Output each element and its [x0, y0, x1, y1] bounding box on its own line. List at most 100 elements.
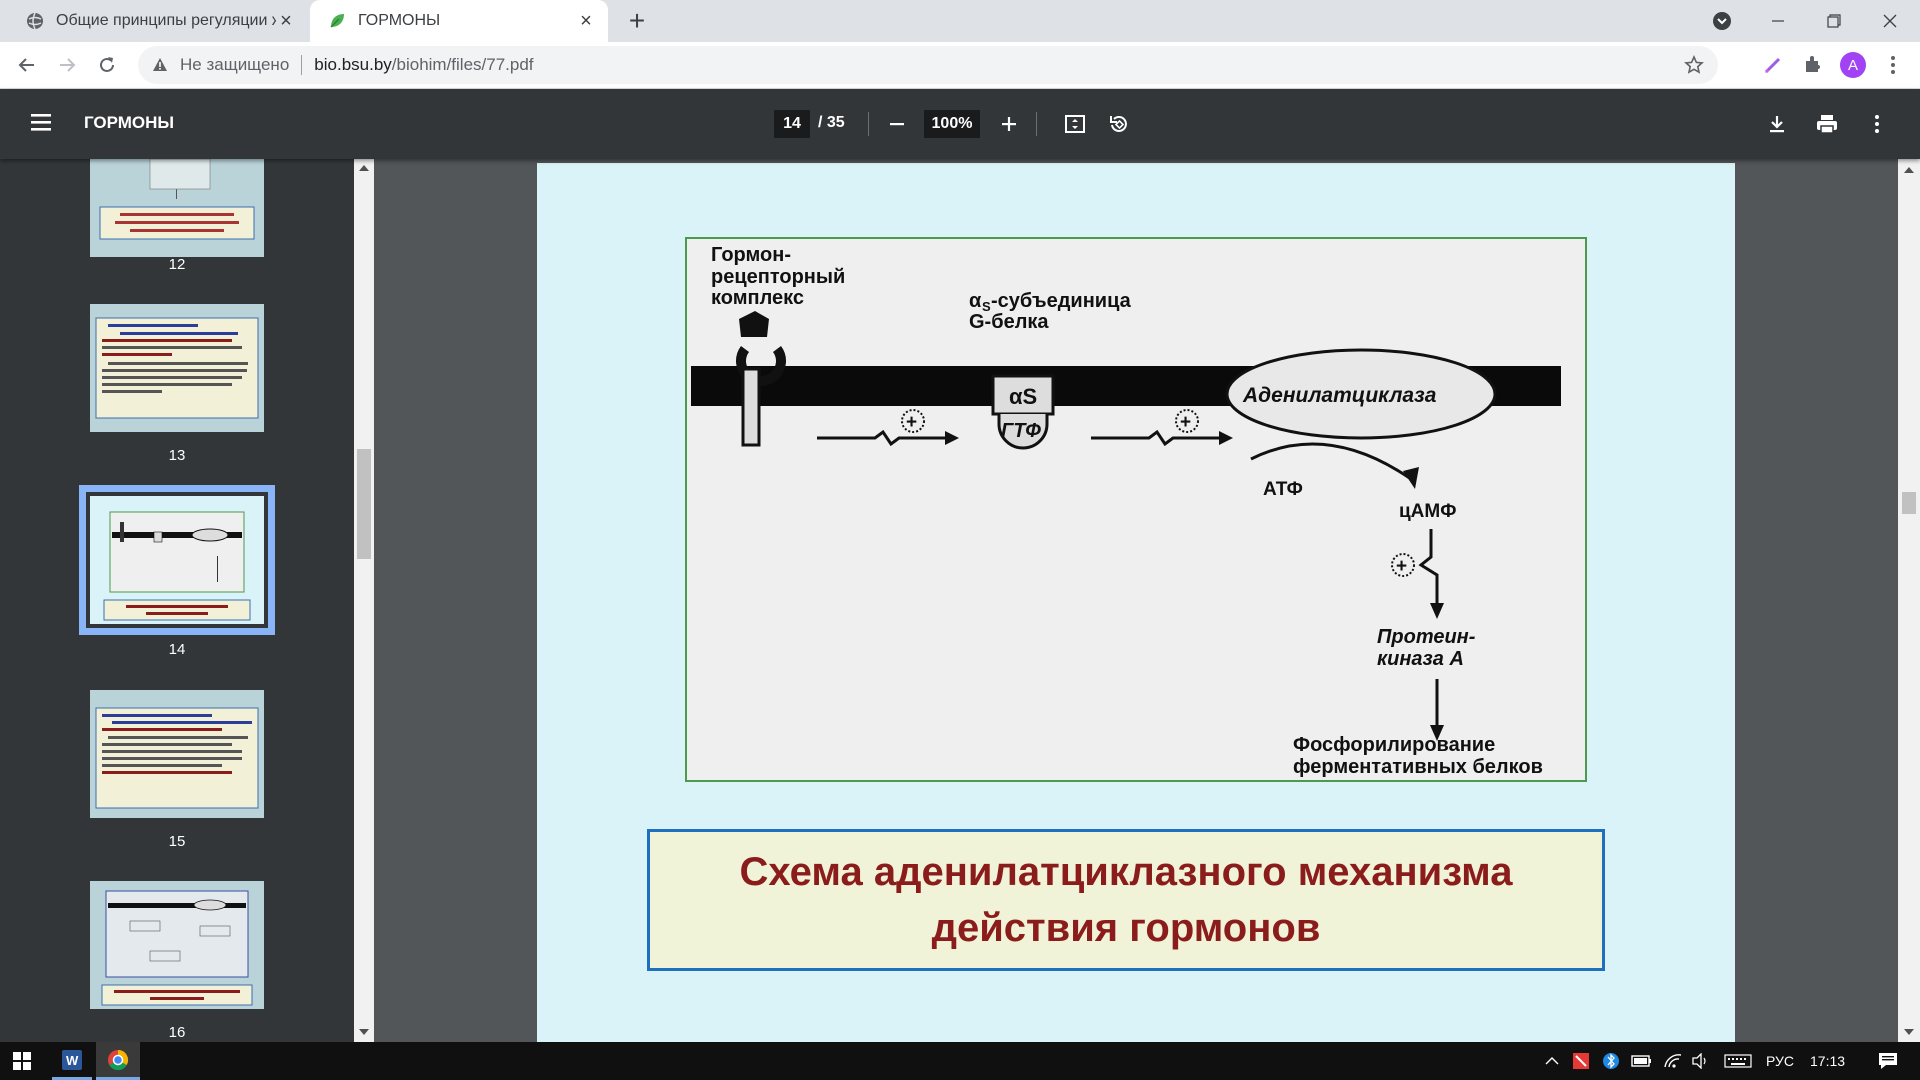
bluetooth-icon[interactable]	[1598, 1042, 1624, 1080]
fit-page-icon[interactable]	[1060, 109, 1090, 139]
result-label-line2: ферментативных белков	[1293, 756, 1543, 778]
pka-label-line1: Протеин-	[1377, 626, 1476, 648]
gtp-shape	[997, 414, 1049, 450]
close-window-button[interactable]	[1862, 0, 1918, 42]
thumbnail-number: 15	[168, 833, 186, 850]
separator	[1036, 112, 1037, 136]
input-language[interactable]: РУС	[1766, 1053, 1795, 1069]
page-number-input[interactable]: 14	[774, 110, 810, 138]
zoom-in-icon[interactable]	[994, 109, 1024, 139]
keyboard-icon[interactable]	[1720, 1042, 1756, 1080]
pen-extension-icon[interactable]	[1758, 50, 1788, 80]
arrow-receptor-to-g	[817, 429, 959, 447]
adenylate-cyclase-ellipse	[1225, 348, 1497, 440]
globe-icon	[26, 12, 44, 30]
volume-icon[interactable]	[1688, 1042, 1714, 1080]
scroll-down-arrow[interactable]	[1904, 1029, 1914, 1035]
warning-icon[interactable]	[150, 57, 170, 73]
result-label-line1: Фосфорилирование	[1293, 734, 1495, 756]
g-protein-label-line2: G-белка	[969, 311, 1049, 333]
pdf-page: Гормон- рецепторный комплекс α S -субъед…	[537, 163, 1735, 1042]
receptor-shape	[736, 311, 786, 447]
tray-chevron-icon[interactable]	[1540, 1042, 1564, 1080]
print-icon[interactable]	[1812, 109, 1842, 139]
atp-camp-arrow	[1250, 442, 1412, 481]
plus-circle-icon	[1391, 553, 1415, 577]
thumbnail-page-12[interactable]	[90, 159, 264, 257]
alpha-s-label: αS	[1009, 384, 1037, 409]
camp-to-pka-arrow	[1418, 529, 1439, 605]
windows-start-icon[interactable]	[0, 1042, 44, 1080]
diagram-figure: Гормон- рецепторный комплекс α S -субъед…	[685, 237, 1587, 782]
extensions-icon[interactable]	[1798, 50, 1828, 80]
thumbnail-number: 14	[168, 641, 186, 658]
wifi-icon[interactable]	[1660, 1042, 1686, 1080]
scroll-down-arrow[interactable]	[359, 1029, 369, 1035]
tab-regulation[interactable]: Общие принципы регуляции ж ×	[8, 0, 308, 42]
profile-avatar[interactable]: A	[1840, 52, 1866, 78]
back-icon[interactable]	[12, 50, 42, 80]
address-bar[interactable]: Не защищено bio.bsu.by/biohim/files/77.p…	[138, 46, 1718, 84]
thumbnail-page-13[interactable]	[90, 304, 264, 432]
page-total: / 35	[818, 114, 845, 131]
thumbnail-page-15[interactable]	[90, 690, 264, 818]
url-path: /biohim/files/77.pdf	[391, 55, 534, 74]
scroll-up-arrow[interactable]	[359, 165, 369, 171]
page-scrollbar[interactable]	[1898, 159, 1920, 1042]
g-protein-label-sub: S	[982, 299, 991, 314]
close-icon[interactable]: ×	[280, 9, 292, 32]
more-options-icon[interactable]	[1862, 109, 1892, 139]
thumbnail-number: 12	[168, 256, 186, 273]
plus-sign: +	[1180, 412, 1191, 433]
browser-toolbar: Не защищено bio.bsu.by/biohim/files/77.p…	[0, 42, 1920, 89]
alpha-s-box	[991, 374, 1055, 416]
windows-taskbar: W РУС 17:13	[0, 1042, 1920, 1080]
svg-text:W: W	[66, 1053, 79, 1068]
minimize-button[interactable]	[1750, 0, 1806, 42]
arrow-g-to-enzyme	[1091, 429, 1233, 447]
forward-icon[interactable]	[52, 50, 82, 80]
tab-hormones[interactable]: ГОРМОНЫ ×	[310, 0, 608, 42]
chrome-app-icon[interactable]	[96, 1042, 140, 1080]
security-label: Не защищено	[180, 55, 290, 74]
tab-search-icon[interactable]	[1694, 0, 1750, 42]
pka-label-line2: киназа А	[1377, 648, 1464, 670]
sidebar-scroll-thumb[interactable]	[357, 449, 371, 559]
clock[interactable]: 17:13	[1810, 1053, 1846, 1069]
pdf-title: ГОРМОНЫ	[84, 113, 175, 132]
page-scroll-thumb[interactable]	[1902, 492, 1916, 514]
hamburger-menu-icon[interactable]	[28, 111, 56, 140]
slide-caption-box: Схема аденилатциклазного механизма дейст…	[647, 829, 1605, 971]
download-icon[interactable]	[1762, 109, 1792, 139]
thumbnail-sidebar: 12 13 14	[0, 159, 354, 1042]
tab-title: Общие принципы регуляции ж	[56, 12, 276, 29]
camp-label: цАМФ	[1399, 501, 1456, 522]
battery-icon[interactable]	[1628, 1042, 1656, 1080]
notifications-icon[interactable]	[1868, 1042, 1908, 1080]
reload-icon[interactable]	[92, 50, 122, 80]
slide-caption: Схема аденилатциклазного механизма дейст…	[739, 850, 1513, 950]
zoom-out-icon[interactable]	[882, 109, 912, 139]
star-icon[interactable]	[1684, 55, 1704, 80]
leaf-icon	[328, 12, 346, 30]
url-host: bio.bsu.by	[314, 55, 392, 74]
thumbnail-page-14[interactable]	[79, 485, 275, 635]
sidebar-scrollbar[interactable]	[354, 159, 374, 1042]
pdf-toolbar: ГОРМОНЫ 14 / 35 100%	[0, 89, 1920, 159]
new-tab-button[interactable]: +	[628, 5, 646, 36]
gtp-label: ГТФ	[1001, 420, 1041, 442]
thumbnail-page-16[interactable]	[90, 881, 264, 1009]
separator	[868, 112, 869, 136]
rotate-icon[interactable]	[1104, 109, 1134, 139]
antivirus-tray-icon[interactable]	[1568, 1042, 1594, 1080]
thumbnail-number: 13	[168, 447, 186, 464]
close-icon[interactable]: ×	[580, 9, 592, 32]
zoom-input[interactable]: 100%	[924, 110, 980, 138]
scroll-up-arrow[interactable]	[1904, 167, 1914, 173]
chrome-menu-icon[interactable]	[1878, 50, 1908, 80]
restore-button[interactable]	[1806, 0, 1862, 42]
word-app-icon[interactable]: W	[52, 1042, 92, 1080]
thumbnail-number: 16	[168, 1024, 186, 1041]
tab-strip: Общие принципы регуляции ж × ГОРМОНЫ × +	[0, 0, 1920, 42]
receptor-label-line3: комплекс	[711, 287, 804, 309]
